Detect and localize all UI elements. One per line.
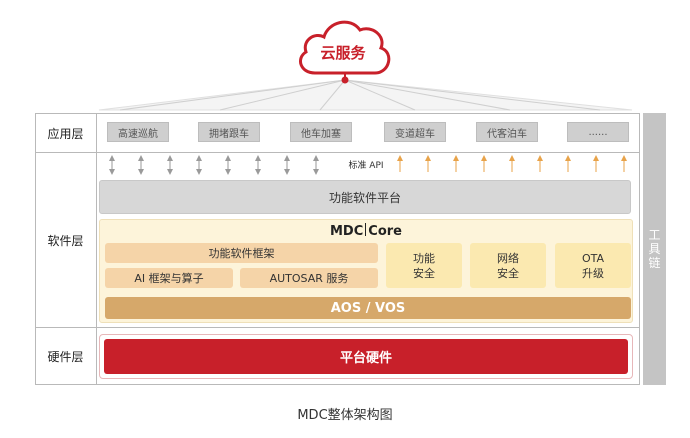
cloud-label: 云服务 (320, 44, 366, 62)
mdc-core-title: MDC Core (300, 223, 432, 239)
mdc-core-divider (365, 223, 367, 236)
software-layer-label: 软件层 (47, 233, 84, 248)
app-box-parking: 代客泊车 (476, 122, 538, 142)
module-line-2: 安全 (497, 266, 519, 280)
hardware-outline (99, 334, 633, 379)
module-ota-upgrade: OTA 升级 (555, 243, 631, 288)
module-line-1: 网络 (497, 251, 519, 265)
cloud-connection-lines (98, 79, 633, 111)
module-line-1: OTA (581, 251, 605, 265)
mdc-core-left: MDC (330, 224, 364, 239)
toolchain-char: 链 (648, 256, 661, 270)
module-functional-safety: 功能 安全 (386, 243, 462, 288)
application-layer-label: 应用层 (47, 126, 84, 141)
app-box-more: ...... (567, 122, 629, 142)
app-box-cruise: 高速巡航 (107, 122, 169, 142)
module-line-1: 功能 (413, 251, 435, 265)
label-column-divider (96, 113, 97, 385)
cloud-diagram: 云服务 (98, 20, 633, 111)
hardware-layer-label: 硬件层 (47, 349, 84, 364)
app-box-cutin: 他车加塞 (290, 122, 352, 142)
api-arrows (109, 155, 627, 175)
module-line-2: 升级 (582, 266, 604, 280)
diagram-caption: MDC整体架构图 (297, 408, 393, 423)
framework-bar: 功能软件框架 (105, 243, 378, 263)
ai-framework-box: AI 框架与算子 (105, 268, 233, 288)
platform-software-bar: 功能软件平台 (99, 180, 631, 214)
module-network-security: 网络 安全 (470, 243, 546, 288)
mdc-core-right: Core (368, 224, 402, 239)
hardware-platform-bar: 平台硬件 (104, 339, 628, 374)
app-box-follow: 拥堵跟车 (198, 122, 260, 142)
aos-vos-bar: AOS / VOS (105, 297, 631, 319)
toolchain-char: 工 (648, 228, 661, 242)
standard-api-label: 标准 API (343, 158, 389, 171)
module-line-2: 安全 (413, 266, 435, 280)
toolchain-bar: 工 具 链 (643, 113, 666, 385)
hardware-layer-row (35, 327, 640, 385)
autosar-box: AUTOSAR 服务 (240, 268, 378, 288)
cloud-icon (299, 20, 391, 75)
app-box-lanechange: 变道超车 (384, 122, 446, 142)
toolchain-char: 具 (648, 242, 661, 256)
